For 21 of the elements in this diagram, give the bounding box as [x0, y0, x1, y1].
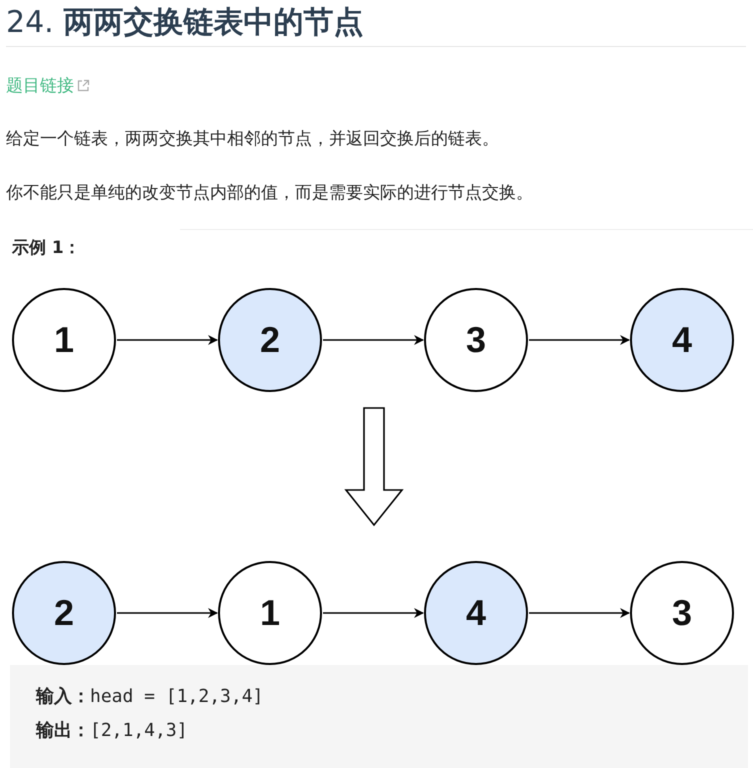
- example-heading: 示例 1：: [12, 237, 81, 259]
- list-node-circle: 2: [218, 288, 322, 392]
- page-title: 24. 两两交换链表中的节点: [6, 4, 364, 42]
- arrow: [323, 335, 424, 345]
- link: 题目链接: [6, 74, 90, 97]
- arrow: [117, 335, 218, 345]
- code-line: 输出：[2,1,4,3]: [36, 719, 188, 742]
- arrow: [529, 608, 630, 618]
- list-node-circle: 4: [630, 288, 734, 392]
- list-node-circle: 1: [218, 561, 322, 665]
- arrow: [529, 335, 630, 345]
- paragraph: 给定一个链表，两两交换其中相邻的节点，并返回交换后的链表。: [6, 128, 499, 150]
- arrow: [117, 608, 218, 618]
- list-node-circle: 2: [12, 561, 116, 665]
- list-node-circle: 4: [424, 561, 528, 665]
- list-node-circle: 1: [12, 288, 116, 392]
- list-node-circle: 3: [424, 288, 528, 392]
- arrow: [323, 608, 424, 618]
- paragraph: 你不能只是单纯的改变节点内部的值，而是需要实际的进行节点交换。: [6, 182, 533, 204]
- list-node-circle: 3: [630, 561, 734, 665]
- code-line: 输入：head = [1,2,3,4]: [36, 685, 264, 708]
